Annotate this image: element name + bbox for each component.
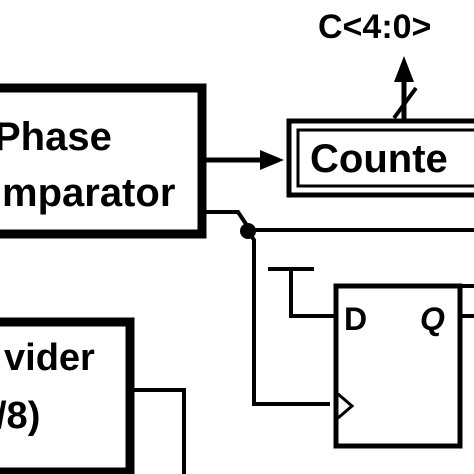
feedback-net: [206, 210, 474, 406]
d-input-label: D: [344, 301, 367, 337]
divider-box: [0, 317, 135, 474]
divider-label-line2: /8): [0, 395, 40, 437]
phase-comparator-label-line2: mparator: [2, 171, 175, 215]
counter-box-inner: [296, 128, 474, 188]
comparator-to-counter-arrow: [206, 150, 284, 170]
counter-label: Counte: [310, 137, 448, 181]
q-output-label: Q: [420, 301, 445, 337]
clock-triangle-icon: [337, 392, 355, 420]
divider-block: vider /8): [0, 317, 135, 474]
counter-block: Counte: [286, 118, 474, 198]
phase-comparator-label-line1: Phase: [0, 115, 112, 159]
bus-slash: [392, 86, 418, 120]
divider-output-wire: [134, 388, 186, 474]
arrowhead-icon: [260, 150, 284, 170]
up-arrow-icon: [394, 56, 414, 82]
d-flipflop-box: [333, 283, 463, 449]
phase-comparator-box: [0, 83, 207, 239]
phase-comparator-block: Phase mparator: [0, 83, 207, 239]
output-bus-label: C<4:0>: [318, 8, 431, 46]
divider-label-line1: vider: [4, 337, 95, 379]
d-flipflop-block: D Q: [268, 267, 474, 449]
output-bus: C<4:0>: [318, 8, 431, 121]
